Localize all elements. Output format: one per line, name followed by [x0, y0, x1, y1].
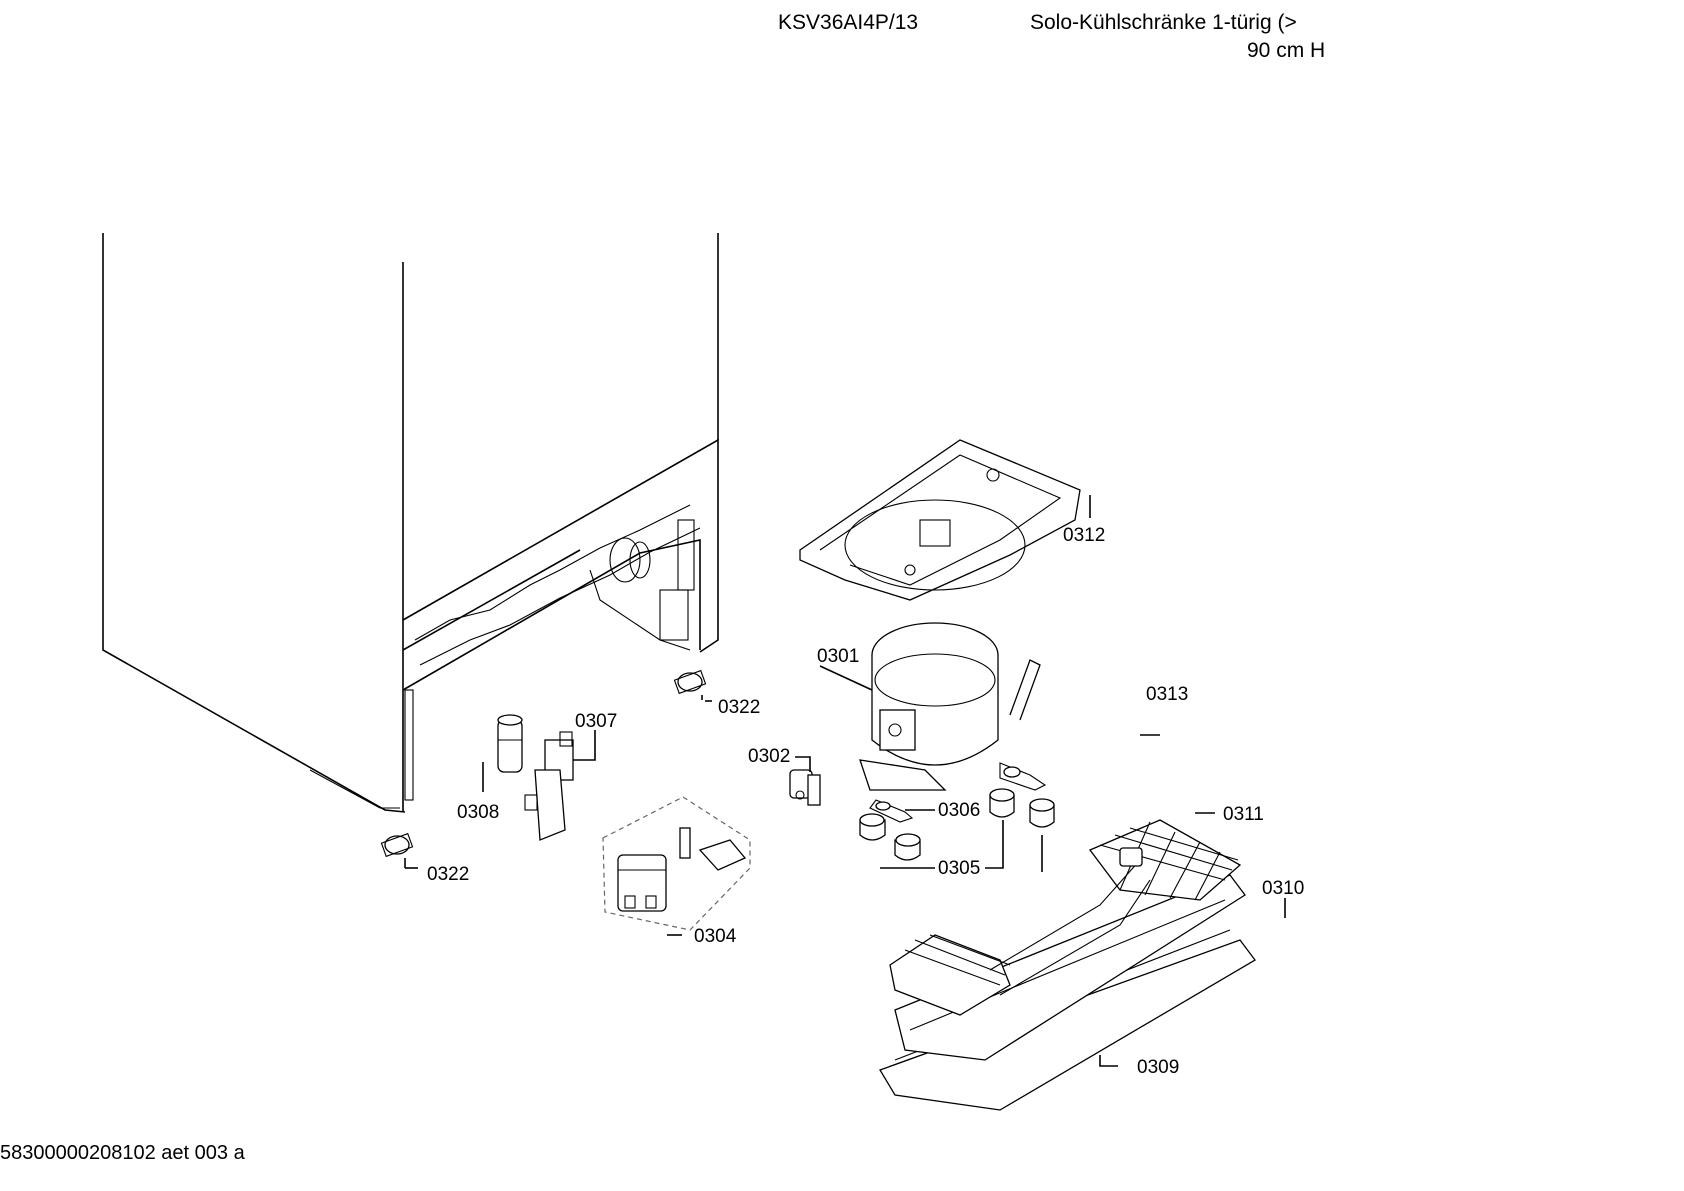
label-0322-lower: 0322: [427, 864, 469, 885]
foot-lower-drawing: [380, 832, 418, 869]
label-0302: 0302: [748, 746, 790, 767]
label-0322-upper: 0322: [718, 697, 760, 718]
starter-kit-drawing: [602, 796, 751, 936]
label-0306: 0306: [938, 800, 980, 821]
cabinet-drawing: [102, 233, 719, 813]
label-0301: 0301: [817, 646, 859, 667]
document-code: 58300000208102 aet 003 a: [0, 1142, 245, 1164]
label-0311: 0311: [1223, 804, 1264, 825]
compressor-drawing: [819, 622, 1041, 791]
model-number: KSV36AI4P/13: [778, 11, 919, 34]
clamp-drawing: [789, 756, 821, 806]
grommets-drawing: [859, 762, 1055, 872]
label-0307: 0307: [575, 711, 617, 732]
label-0310: 0310: [1262, 878, 1304, 899]
hose-drawing: [1118, 719, 1160, 802]
description-line-1: Solo-Kühlschränke 1-türig (>: [1030, 11, 1297, 34]
label-0309: 0309: [1137, 1057, 1179, 1078]
label-0305: 0305: [938, 858, 980, 879]
label-0304: 0304: [694, 926, 737, 947]
drip-tray-drawing: [799, 439, 1091, 601]
label-0313: 0313: [1146, 684, 1188, 705]
label-0308: 0308: [457, 802, 499, 823]
foot-upper-drawing: [673, 669, 712, 702]
description-line-2: 90 cm H: [1247, 39, 1326, 62]
label-0312: 0312: [1063, 525, 1105, 546]
relay-bracket-drawing: [524, 730, 596, 841]
part-labels: 0301 0302 0304 0305 0306 0307 0308 0309 …: [427, 525, 1304, 1078]
capacitor-drawing: [482, 714, 523, 792]
base-plate-drawing: [879, 812, 1286, 1111]
